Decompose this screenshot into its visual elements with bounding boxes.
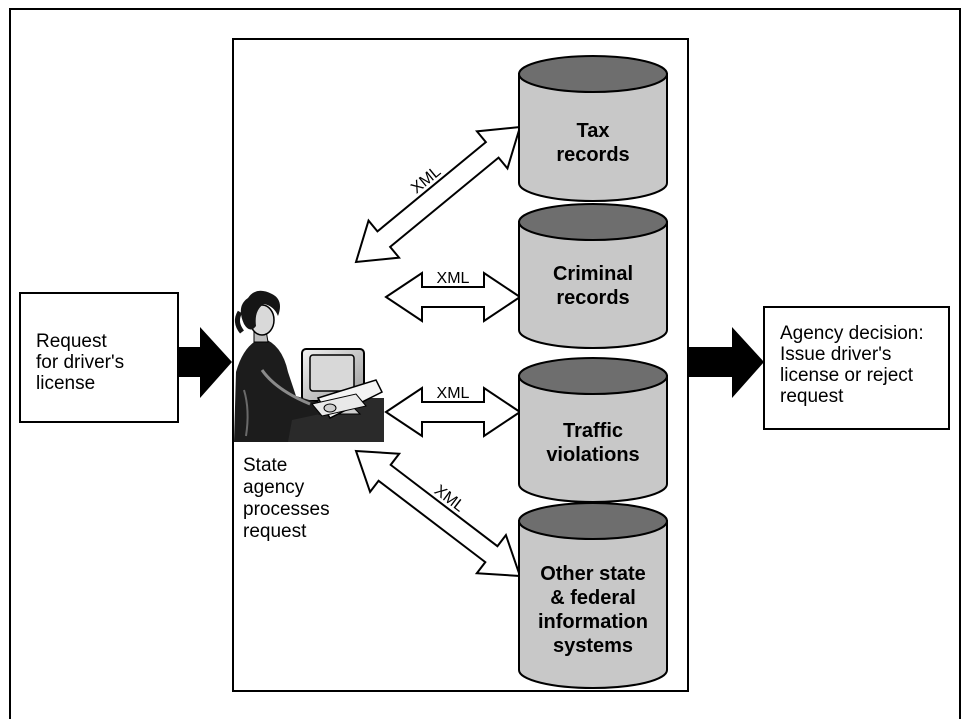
- xml-label: XML: [437, 385, 470, 402]
- outer-frame: [9, 8, 961, 719]
- decision-box-label: Agency decision: Issue driver's license …: [780, 323, 924, 407]
- database-label-line: & federal: [550, 587, 636, 609]
- decision-box: [763, 306, 950, 430]
- xml-arrow-1: XML: [354, 125, 522, 264]
- cylinder-body: [518, 221, 668, 349]
- database-label-line: records: [556, 144, 629, 166]
- database-label-line: Tax: [577, 120, 610, 142]
- database-label-line: systems: [553, 635, 633, 657]
- xml-arrow-4: XML: [354, 449, 522, 578]
- xml-arrow-3: XML: [384, 385, 522, 438]
- cylinder-top: [518, 357, 668, 395]
- xml-arrow-2: XML: [384, 270, 522, 323]
- database-label-line: records: [556, 287, 629, 309]
- agency-caption: State agency processes request: [243, 455, 330, 542]
- database-cylinders: TaxrecordsCriminalrecordsTrafficviolatio…: [518, 55, 668, 689]
- cylinder-body: [518, 73, 668, 202]
- cylinder-top: [518, 502, 668, 540]
- xml-arrows: XML XML XML XML: [354, 125, 522, 578]
- cylinder-body: [518, 520, 668, 689]
- cylinder-top: [518, 203, 668, 241]
- database-label-line: Traffic: [563, 420, 623, 442]
- output-arrow: [688, 327, 764, 398]
- request-box-label: Request for driver's license: [36, 331, 125, 394]
- database-label-line: Criminal: [553, 263, 633, 285]
- input-arrow: [178, 327, 232, 398]
- clerk-illustration: [234, 290, 384, 442]
- arrow-shape: [354, 125, 522, 264]
- request-box: [19, 292, 179, 423]
- cylinder-top: [518, 55, 668, 93]
- arrow-shape: [354, 449, 522, 578]
- database-label-line: violations: [546, 444, 639, 466]
- database-label-line: information: [538, 611, 648, 633]
- xml-label: XML: [437, 270, 470, 287]
- cylinder-body: [518, 375, 668, 503]
- database-label-line: Other state: [540, 563, 646, 585]
